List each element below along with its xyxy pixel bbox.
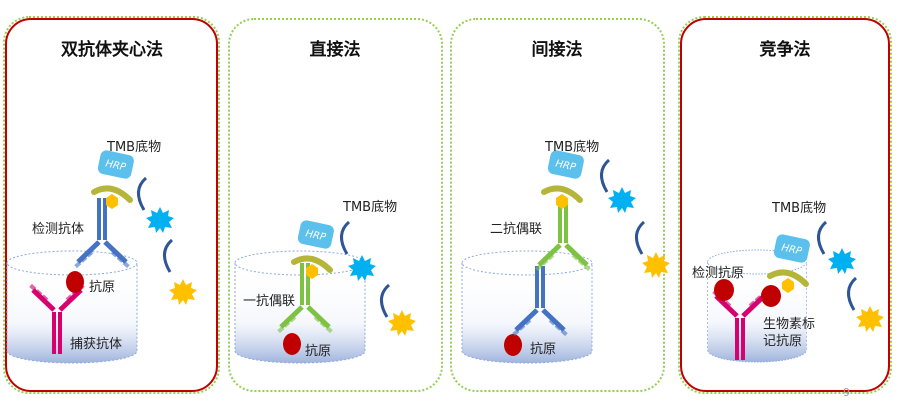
product-star	[642, 252, 670, 278]
substrate-star	[146, 207, 174, 233]
substrate-label: TMB底物	[107, 140, 162, 155]
biotin-antigen-label-line1: 生物素标	[763, 317, 816, 332]
conjugated-secondary-antibody	[535, 201, 591, 271]
reaction-arrow	[339, 220, 351, 256]
panel-indirect	[450, 18, 665, 392]
panel-sandwich	[5, 18, 218, 392]
substrate-label: TMB底物	[343, 200, 398, 215]
product-star	[856, 306, 884, 332]
antigen	[66, 271, 84, 293]
title-direct: 直接法	[309, 40, 361, 60]
conjugated-antibody-label: 一抗偶联	[243, 294, 296, 309]
hrp-label: HRP	[104, 158, 127, 173]
panel-border-outer-1	[3, 16, 220, 394]
antigen	[283, 333, 301, 355]
detection-antigen	[714, 279, 734, 301]
hrp-label: HRP	[304, 228, 327, 243]
reaction-arrow	[379, 283, 391, 319]
hrp-label: HRP	[780, 242, 803, 257]
panel-competitive	[680, 18, 890, 392]
capture-antibody-label: 捕获抗体	[70, 337, 123, 352]
biotin-labeled-antigen	[761, 285, 781, 307]
product-star	[388, 310, 416, 336]
microplate-well	[461, 250, 593, 364]
panel-direct	[228, 18, 443, 392]
title-indirect: 间接法	[531, 40, 583, 60]
hrp-enzyme	[544, 149, 585, 209]
substrate-label: TMB底物	[545, 140, 600, 155]
title-competitive: 竞争法	[759, 40, 811, 60]
title-sandwich: 双抗体夹心法	[61, 40, 163, 60]
antigen	[504, 334, 522, 356]
detection-antibody-label: 检测抗体	[32, 222, 85, 237]
panel-border-outer-4	[678, 16, 892, 394]
detection-antigen-label: 检测抗原	[692, 266, 745, 281]
antigen-label: 抗原	[89, 280, 116, 295]
hrp-label: HRP	[554, 158, 577, 173]
reaction-arrow	[599, 158, 611, 194]
reaction-arrow	[136, 176, 148, 212]
substrate-label: TMB底物	[772, 201, 827, 216]
reaction-arrow	[634, 220, 646, 256]
reaction-arrow	[816, 220, 828, 256]
biotin-antigen-label-line2: 记抗原	[763, 334, 803, 349]
page-number: 9	[843, 386, 850, 399]
reaction-arrow	[846, 276, 858, 312]
antigen-label: 抗原	[305, 344, 332, 359]
reaction-arrow	[162, 238, 174, 274]
secondary-antibody-label: 二抗偶联	[490, 222, 543, 237]
antigen-label: 抗原	[530, 342, 557, 357]
substrate-star	[828, 248, 856, 274]
product-star	[169, 279, 197, 305]
substrate-star	[608, 187, 636, 213]
